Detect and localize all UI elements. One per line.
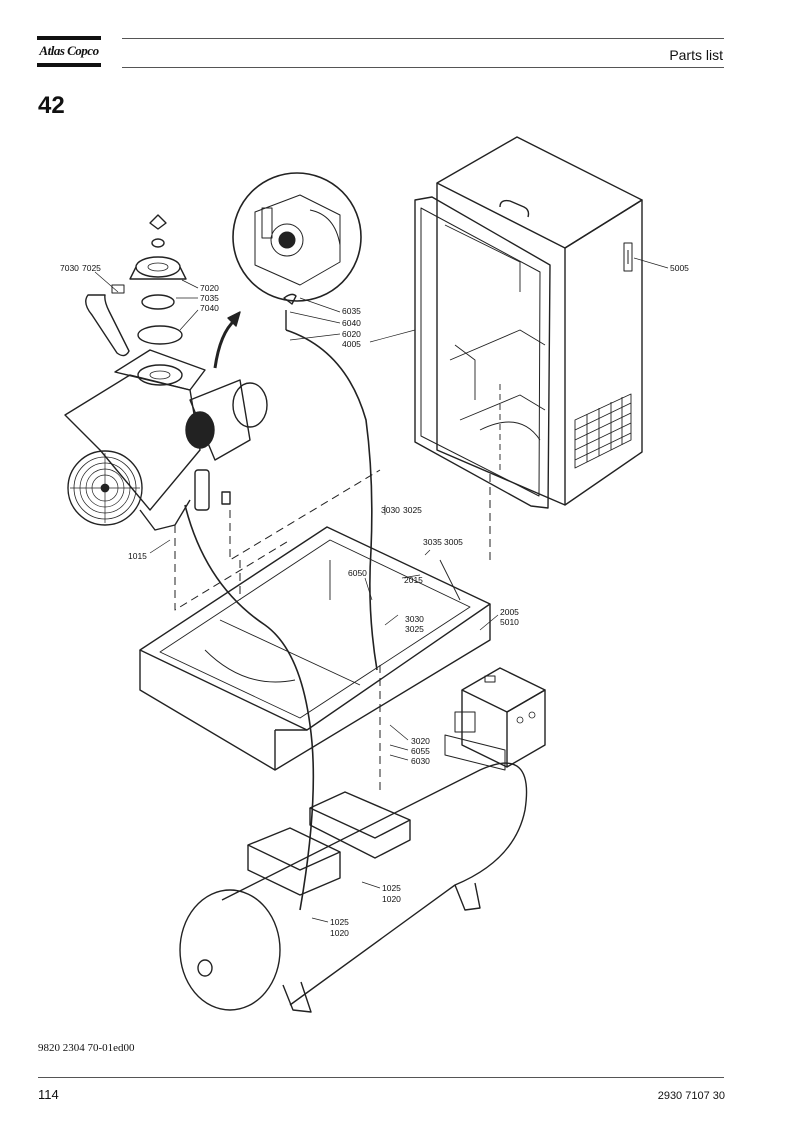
callout-label: 4005: [342, 339, 361, 349]
callout-label: 7025: [82, 263, 101, 273]
callout-label: 3020: [411, 736, 430, 746]
callout-label: 3035: [423, 537, 442, 547]
footer-rule: [38, 1077, 724, 1078]
document-number: 2930 7107 30: [657, 1090, 725, 1102]
callout-label: 2005: [500, 607, 519, 617]
header-top-rule: [122, 38, 724, 39]
callout-label: 5010: [500, 617, 519, 627]
document-id: 9820 2304 70-01ed00: [38, 1042, 135, 1054]
logo-wordmark: Atlas Copco: [39, 43, 99, 58]
electric-box: [444, 667, 546, 771]
callout-label: 6020: [342, 329, 361, 339]
receiver-tank: [179, 762, 528, 1013]
callout-label: 3030: [381, 505, 400, 515]
detail-circle: [232, 172, 362, 330]
callout-label: 1020: [330, 928, 349, 938]
atlas-copco-logo: Atlas Copco: [37, 36, 101, 68]
hose: [285, 329, 378, 671]
page-number: 114: [38, 1087, 59, 1102]
callout-label: 3025: [405, 624, 424, 634]
air-filter-parts: [85, 214, 241, 369]
callout-label: 3030: [405, 614, 424, 624]
callout-label: 6035: [342, 306, 361, 316]
callout-label: 2015: [404, 575, 423, 585]
logo-top-bar: [37, 36, 101, 40]
hose-2: [184, 504, 315, 911]
callout-label: 6040: [342, 318, 361, 328]
callout-label: 7035: [200, 293, 219, 303]
callout-label: 1015: [128, 551, 147, 561]
callout-label: 6050: [348, 568, 367, 578]
callout-label: 7040: [200, 303, 219, 313]
logo-bottom-bar: [37, 63, 101, 67]
callout-label: 5005: [670, 263, 689, 273]
compressor-unit: [64, 349, 268, 531]
base-frame: [139, 526, 491, 771]
callout-label: 3025: [403, 505, 422, 515]
callout-label: 1025: [382, 883, 401, 893]
alignment-lines: [174, 469, 491, 790]
callout-label: 6055: [411, 746, 430, 756]
callout-label: 7020: [200, 283, 219, 293]
callout-label: 7030: [60, 263, 79, 273]
parts-drawing-svg: 7030 7025 7020 7035 7040 6035 6040 6020 …: [60, 136, 689, 1013]
cabinet-hood: [414, 136, 643, 509]
callout-label: 3005: [444, 537, 463, 547]
callout-label: 1020: [382, 894, 401, 904]
header-bottom-rule: [122, 67, 724, 68]
exploded-parts-drawing: 7030 7025 7020 7035 7040 6035 6040 6020 …: [0, 120, 800, 1040]
section-number: 42: [38, 92, 65, 119]
leader-lines: [94, 257, 669, 923]
callout-label: 1025: [330, 917, 349, 927]
callout-labels: 7030 7025 7020 7035 7040 6035 6040 6020 …: [60, 263, 689, 938]
callout-label: 6030: [411, 756, 430, 766]
page-title: Parts list: [669, 47, 723, 63]
